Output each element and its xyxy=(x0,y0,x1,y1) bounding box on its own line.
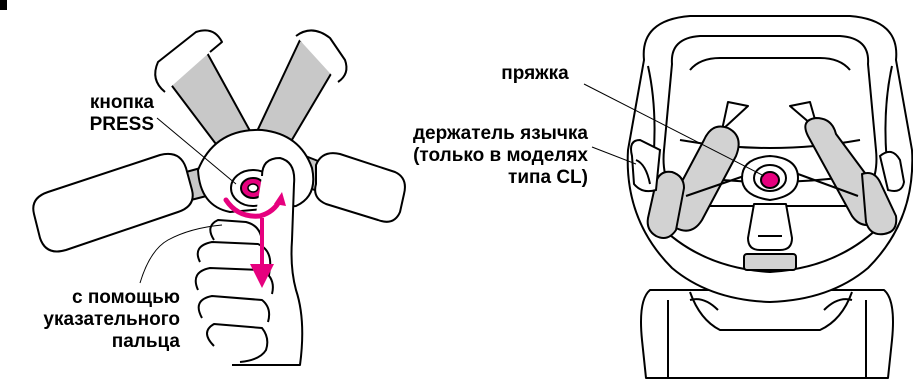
label-buckle: пряжка xyxy=(487,63,583,85)
label-tongue-holder: держатель язычка (только в моделях типа … xyxy=(360,123,588,189)
label-press-button: кнопка PRESS xyxy=(52,92,154,136)
label-index-finger: с помощью указательного пальца xyxy=(0,287,180,353)
